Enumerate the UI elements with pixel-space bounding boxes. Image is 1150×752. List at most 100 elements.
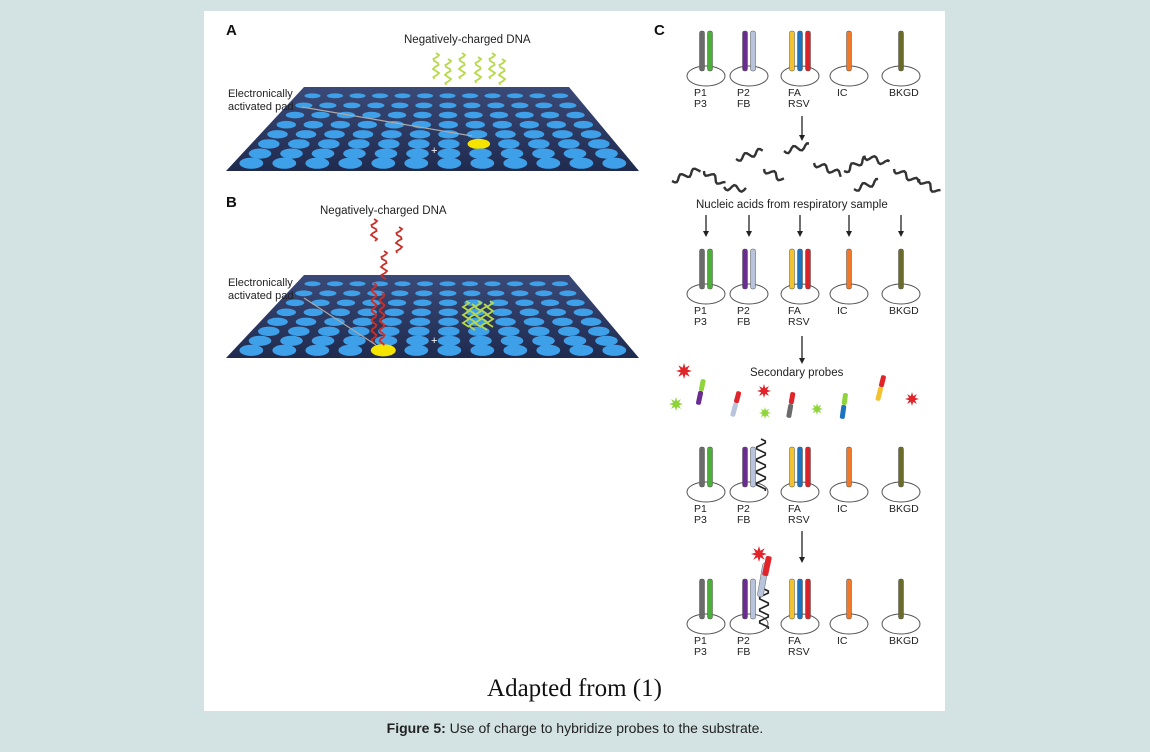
group-label-top: BKGD — [889, 503, 919, 515]
pad-spot — [267, 317, 288, 326]
pad-spot — [408, 139, 430, 149]
capture-probe — [707, 446, 713, 488]
pad-spot — [528, 326, 550, 336]
capture-probe — [789, 578, 795, 620]
pad-spot — [349, 281, 366, 287]
pad-spot — [559, 102, 577, 109]
capture-probe — [742, 30, 748, 72]
group-label-bottom: FB — [737, 514, 750, 526]
pad-spot — [558, 139, 580, 149]
group-label-top: BKGD — [889, 635, 919, 647]
pad-spot — [503, 344, 528, 356]
activated-pad-spot — [370, 344, 396, 357]
pad-spot — [438, 299, 458, 307]
probe-tag — [698, 379, 706, 392]
pad-spot — [551, 281, 569, 287]
pad-spot — [391, 290, 409, 297]
pad-spot — [394, 93, 411, 99]
panel-b-letter: B — [226, 194, 237, 211]
capture-probe — [805, 248, 811, 290]
down-arrow-icon — [799, 135, 805, 141]
label-star-icon — [811, 403, 823, 415]
pad-spot — [343, 335, 366, 346]
pad-spot — [438, 326, 460, 336]
pad-spot — [532, 335, 555, 346]
secondary-probe — [839, 393, 848, 419]
capture-probe — [742, 446, 748, 488]
pad-spot — [239, 157, 264, 169]
pad-spot — [511, 290, 529, 297]
pad-spot — [470, 344, 495, 356]
pad-spot — [464, 111, 483, 119]
capture-probe — [805, 446, 811, 488]
pad-spot — [348, 326, 370, 336]
pad-spot — [304, 281, 321, 287]
bound-probe-tag — [762, 555, 772, 577]
group-label-bottom: RSV — [788, 98, 810, 110]
center-cross-icon: + — [431, 335, 437, 347]
pad-spot — [303, 308, 323, 317]
down-arrow-icon — [898, 231, 904, 237]
center-cross-icon: + — [431, 145, 437, 157]
pad-spot — [503, 157, 528, 169]
pad-spot — [506, 93, 524, 99]
group-label-bottom: FB — [737, 98, 750, 110]
pad-spot — [272, 157, 297, 169]
nucleic-acid-strand-icon — [783, 142, 810, 155]
pad-spot — [498, 139, 520, 149]
panel-a-pad-label-line2: activated pad — [228, 101, 293, 113]
pad-spot — [500, 148, 524, 159]
pad-spot — [357, 120, 377, 129]
pad-spot — [573, 120, 593, 129]
pad-spot — [588, 326, 610, 336]
panel-b-pad-label-line1: Electronically — [228, 277, 293, 289]
pad-spot — [489, 111, 509, 119]
pad-spot — [461, 281, 479, 287]
panel-a-pad-label-line1: Electronically — [228, 88, 293, 100]
pad-spot — [352, 130, 374, 139]
pad-spot — [438, 130, 459, 139]
dna-strand-icon — [473, 300, 483, 328]
capture-probe — [707, 30, 713, 72]
pad-spot — [546, 308, 566, 317]
pad-spot — [528, 139, 550, 149]
pad-spot — [439, 281, 456, 287]
pad-spot — [343, 290, 361, 297]
capture-pad — [729, 613, 769, 635]
pad-spot — [394, 281, 411, 287]
pad-spot — [469, 335, 492, 346]
capture-probe — [797, 578, 803, 620]
pad-spot — [535, 102, 553, 109]
pad-spot — [465, 120, 485, 129]
nucleic-acid-strand-icon — [917, 178, 941, 193]
pad-spot — [285, 299, 305, 307]
group-label-top: IC — [837, 503, 848, 515]
capture-probe — [750, 446, 756, 488]
pad-spot — [285, 111, 305, 119]
pad-spot — [352, 317, 374, 326]
pad-spot — [381, 317, 402, 326]
adapted-from-text: Adapted from (1) — [487, 675, 662, 702]
capture-probe — [742, 578, 748, 620]
probe-tag — [841, 393, 848, 406]
group-label-bottom: P3 — [694, 98, 707, 110]
capture-probe — [789, 30, 795, 72]
pad-spot — [566, 299, 585, 307]
capture-probe — [805, 30, 811, 72]
pad-spot — [408, 326, 430, 336]
group-label-top: P1 — [694, 87, 707, 99]
group-label-top: IC — [837, 635, 848, 647]
group-label-top: P2 — [737, 87, 750, 99]
pad-spot — [381, 130, 402, 139]
group-label-top: P1 — [694, 635, 707, 647]
group-label-bottom: RSV — [788, 646, 810, 658]
panel-a-pad-pointer — [301, 106, 473, 137]
pad-spot — [580, 130, 602, 139]
group-label-top: FA — [788, 87, 801, 99]
capture-probe — [805, 578, 811, 620]
pad-spot — [415, 102, 433, 109]
pad-spot — [295, 290, 313, 297]
pad-spot — [540, 299, 560, 307]
